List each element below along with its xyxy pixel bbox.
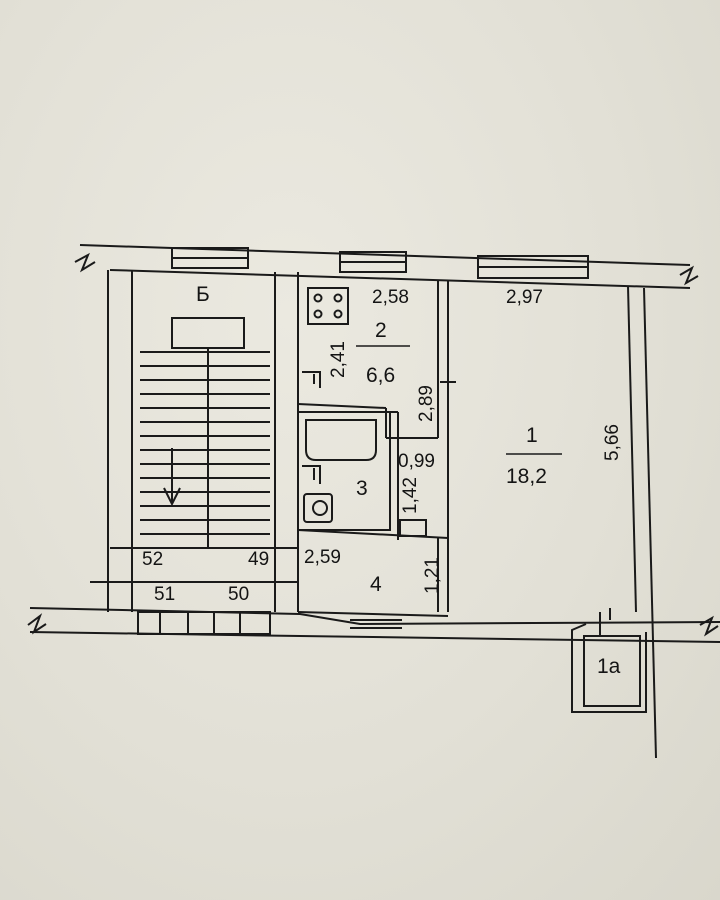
room-1-number: 1 (526, 424, 538, 447)
bathtub (305, 419, 377, 461)
bottom-wall-outer (29, 607, 720, 626)
room-1a-number: 1а (597, 655, 621, 678)
apartment-number-51: 51 (154, 584, 176, 605)
room-2-area: 6,6 (366, 364, 396, 387)
kitchen-sink (302, 371, 321, 388)
stair-landing (171, 317, 245, 349)
bath-length-dim: 1,42 (399, 477, 421, 514)
break-mark-right (679, 265, 699, 286)
break-mark-bottom-left (27, 613, 47, 635)
apartment-number-52: 52 (142, 549, 164, 570)
kitchen-bottom-wall (297, 403, 387, 409)
hall-door-frame (399, 519, 427, 537)
kitchen-side-dim: 2,89 (415, 385, 437, 422)
hall-width-dim: 2,59 (304, 547, 341, 568)
room-2-number: 2 (375, 319, 387, 342)
hall-length-dim: 1,21 (421, 557, 443, 594)
room1-right-wall (627, 285, 637, 613)
room1-width-dim: 2,97 (506, 287, 543, 308)
window-entrance (137, 611, 271, 635)
top-wall-inner (109, 269, 691, 289)
balcony-inner (583, 635, 641, 707)
room-4-number: 4 (370, 573, 382, 596)
kitchen-depth-dim: 2,41 (327, 341, 349, 378)
apartment-number-50: 50 (228, 584, 250, 605)
room1-length-dim: 5,66 (601, 424, 623, 461)
balcony-outline (571, 623, 647, 713)
stair-label: Б (196, 283, 210, 306)
room-3-number: 3 (356, 477, 368, 500)
toilet-tank (303, 493, 333, 523)
bottom-wall-inner (29, 631, 720, 643)
break-mark-bottom-right (699, 615, 719, 637)
stove (307, 287, 349, 325)
bath-width-dim: 0,99 (398, 451, 435, 472)
room-1-area: 18,2 (506, 465, 547, 488)
break-mark-left (74, 252, 96, 273)
kitchen-width-dim: 2,58 (372, 287, 409, 308)
apartment-number-49: 49 (248, 549, 270, 570)
bathroom-walls (297, 411, 391, 531)
stair-steps (140, 351, 270, 549)
bath-sink (302, 465, 321, 484)
